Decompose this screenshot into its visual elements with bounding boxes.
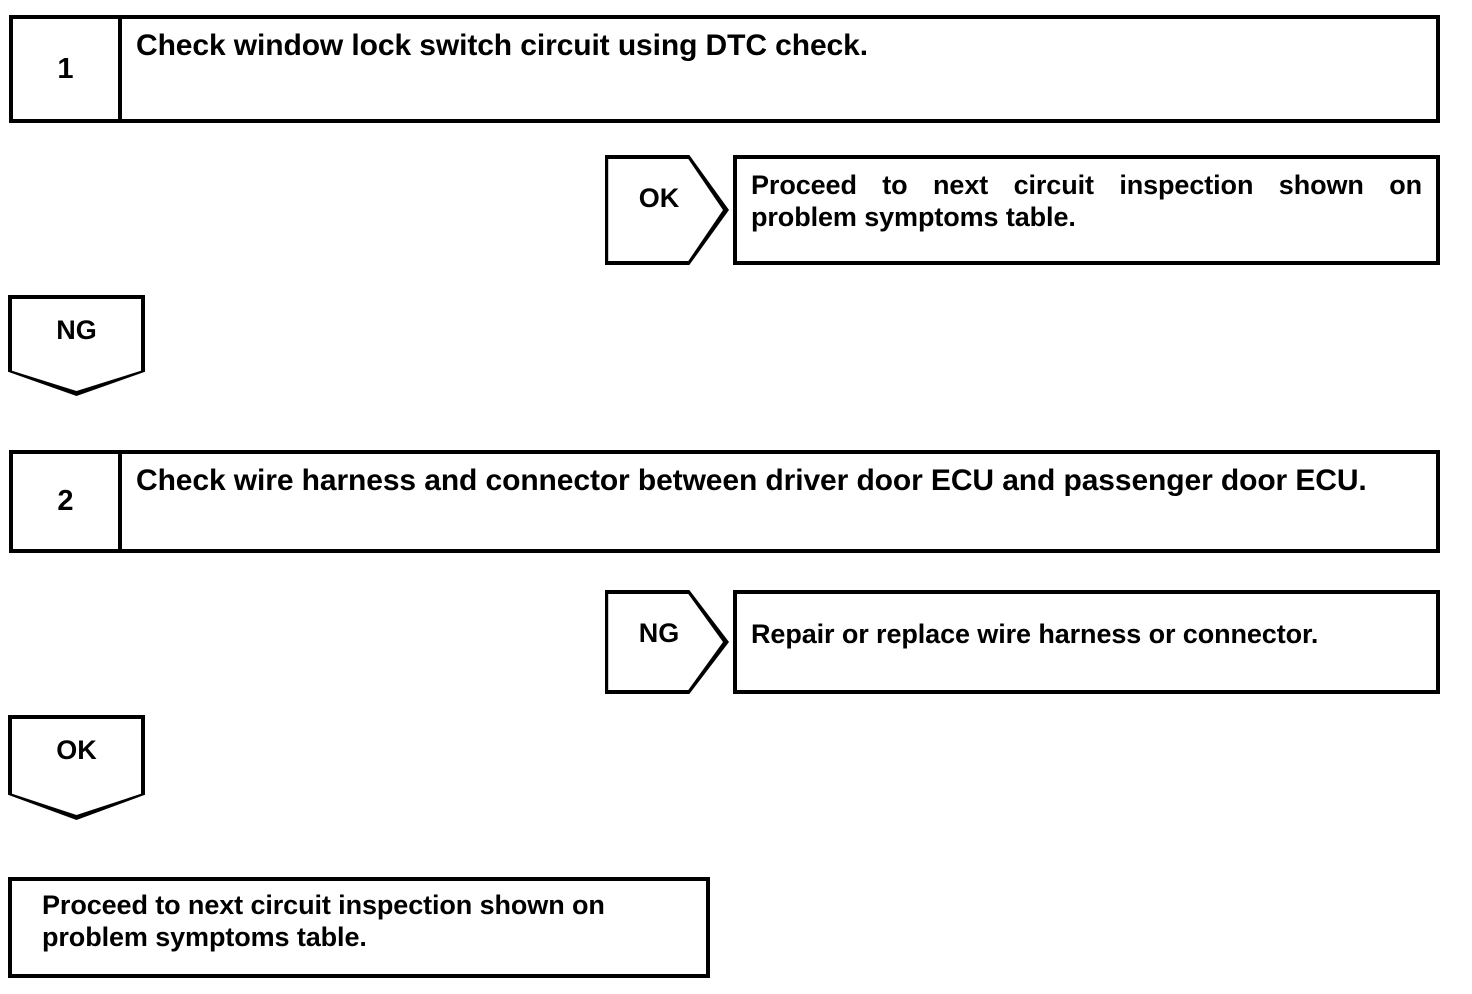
branch-label-ng-2: NG: [605, 590, 729, 694]
step-number-1: 1: [13, 19, 122, 119]
branch-label-ng-1-inner: NG: [8, 295, 145, 396]
branch-label-text: OK: [56, 735, 97, 765]
step-box-1: 1 Check window lock switch circuit using…: [9, 15, 1440, 123]
branch-label-text: NG: [638, 618, 680, 648]
branch-label-ng-2-inner: NG: [605, 590, 729, 694]
final-result-text: Proceed to next circuit inspection shown…: [42, 890, 605, 952]
final-result-box: Proceed to next circuit inspection shown…: [8, 877, 710, 978]
step-text-1: Check window lock switch circuit using D…: [136, 29, 868, 62]
step-box-2: 2 Check wire harness and connector betwe…: [9, 450, 1440, 553]
branch-label-text: OK: [638, 183, 680, 213]
step-number-2: 2: [13, 454, 122, 549]
branch-label-ok-1-inner: OK: [605, 155, 729, 265]
result-box-ok-1-text: Proceed to next circuit inspection shown…: [751, 170, 1422, 232]
branch-label-ng-1: NG: [8, 295, 145, 396]
result-box-ng-2-text: Repair or replace wire harness or connec…: [751, 619, 1319, 649]
branch-label-ok-2: OK: [8, 715, 145, 820]
branch-label-ok-1: OK: [605, 155, 729, 265]
branch-label-text: NG: [56, 315, 97, 345]
step-text-2: Check wire harness and connector between…: [136, 464, 1367, 497]
result-box-ok-1: Proceed to next circuit inspection shown…: [733, 155, 1440, 265]
result-box-ng-2: Repair or replace wire harness or connec…: [733, 590, 1440, 694]
branch-label-ok-2-inner: OK: [8, 715, 145, 820]
